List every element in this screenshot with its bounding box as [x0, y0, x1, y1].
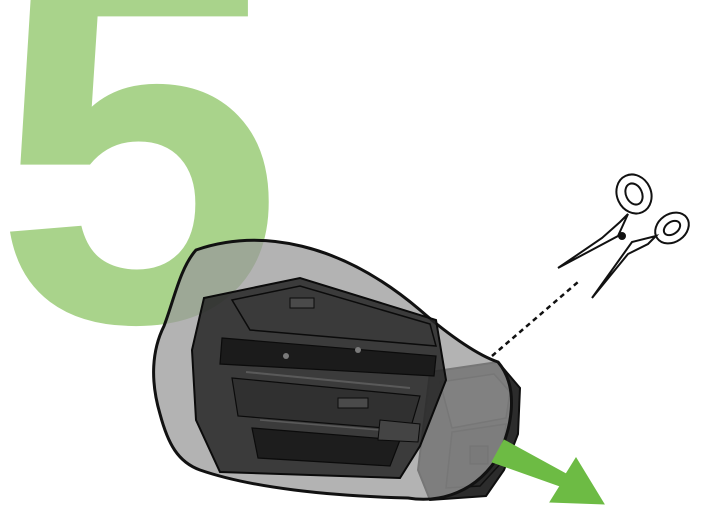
cut-line: [492, 282, 578, 356]
arrow-right-down-icon: [492, 440, 604, 504]
toner-cartridge-icon: [154, 240, 520, 500]
scissors-icon: [558, 169, 695, 298]
